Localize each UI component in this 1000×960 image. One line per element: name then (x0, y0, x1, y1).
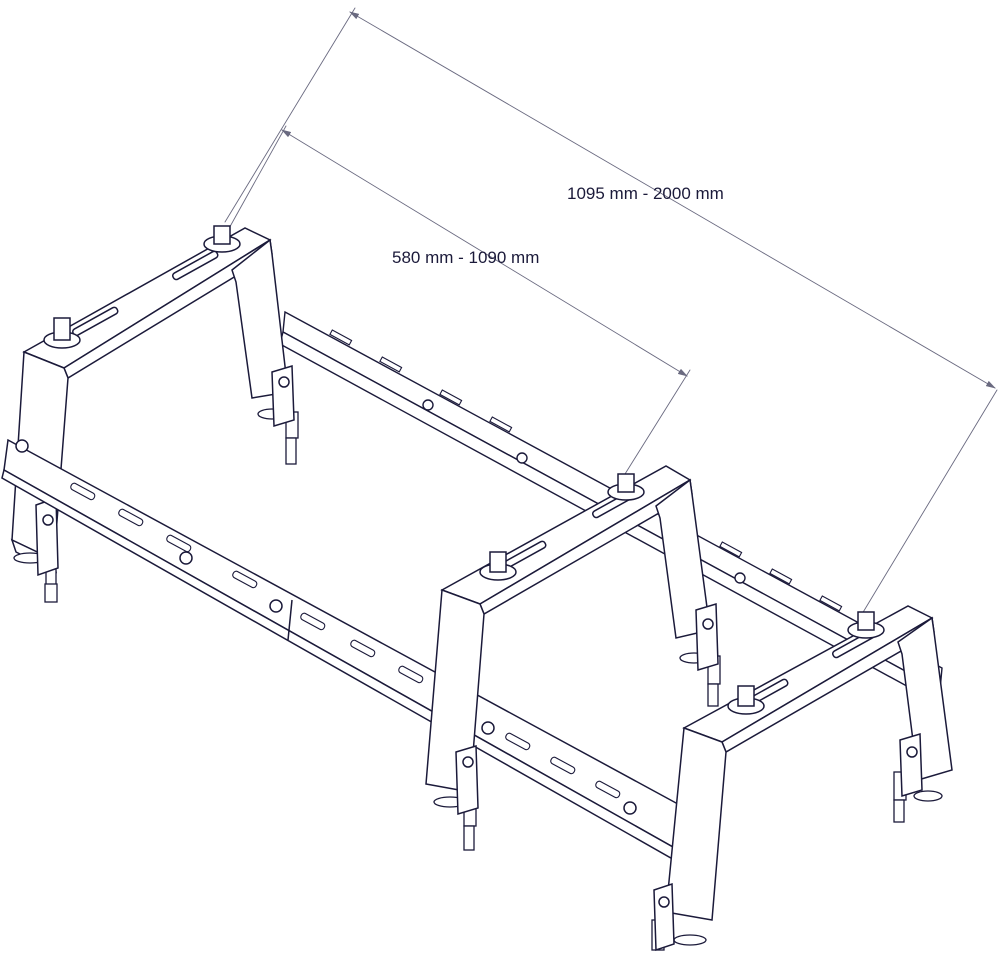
dimension-outer-label: 1095 mm - 2000 mm (567, 184, 724, 203)
leg-frame-middle (425, 465, 721, 851)
leg-frame-back-left (10, 225, 299, 603)
front-rail (1, 438, 701, 872)
dimension-inner-label: 580 mm - 1090 mm (392, 248, 539, 267)
leg-frame-front-right (651, 605, 953, 952)
dimension-inner: 580 mm - 1090 mm (226, 125, 691, 475)
